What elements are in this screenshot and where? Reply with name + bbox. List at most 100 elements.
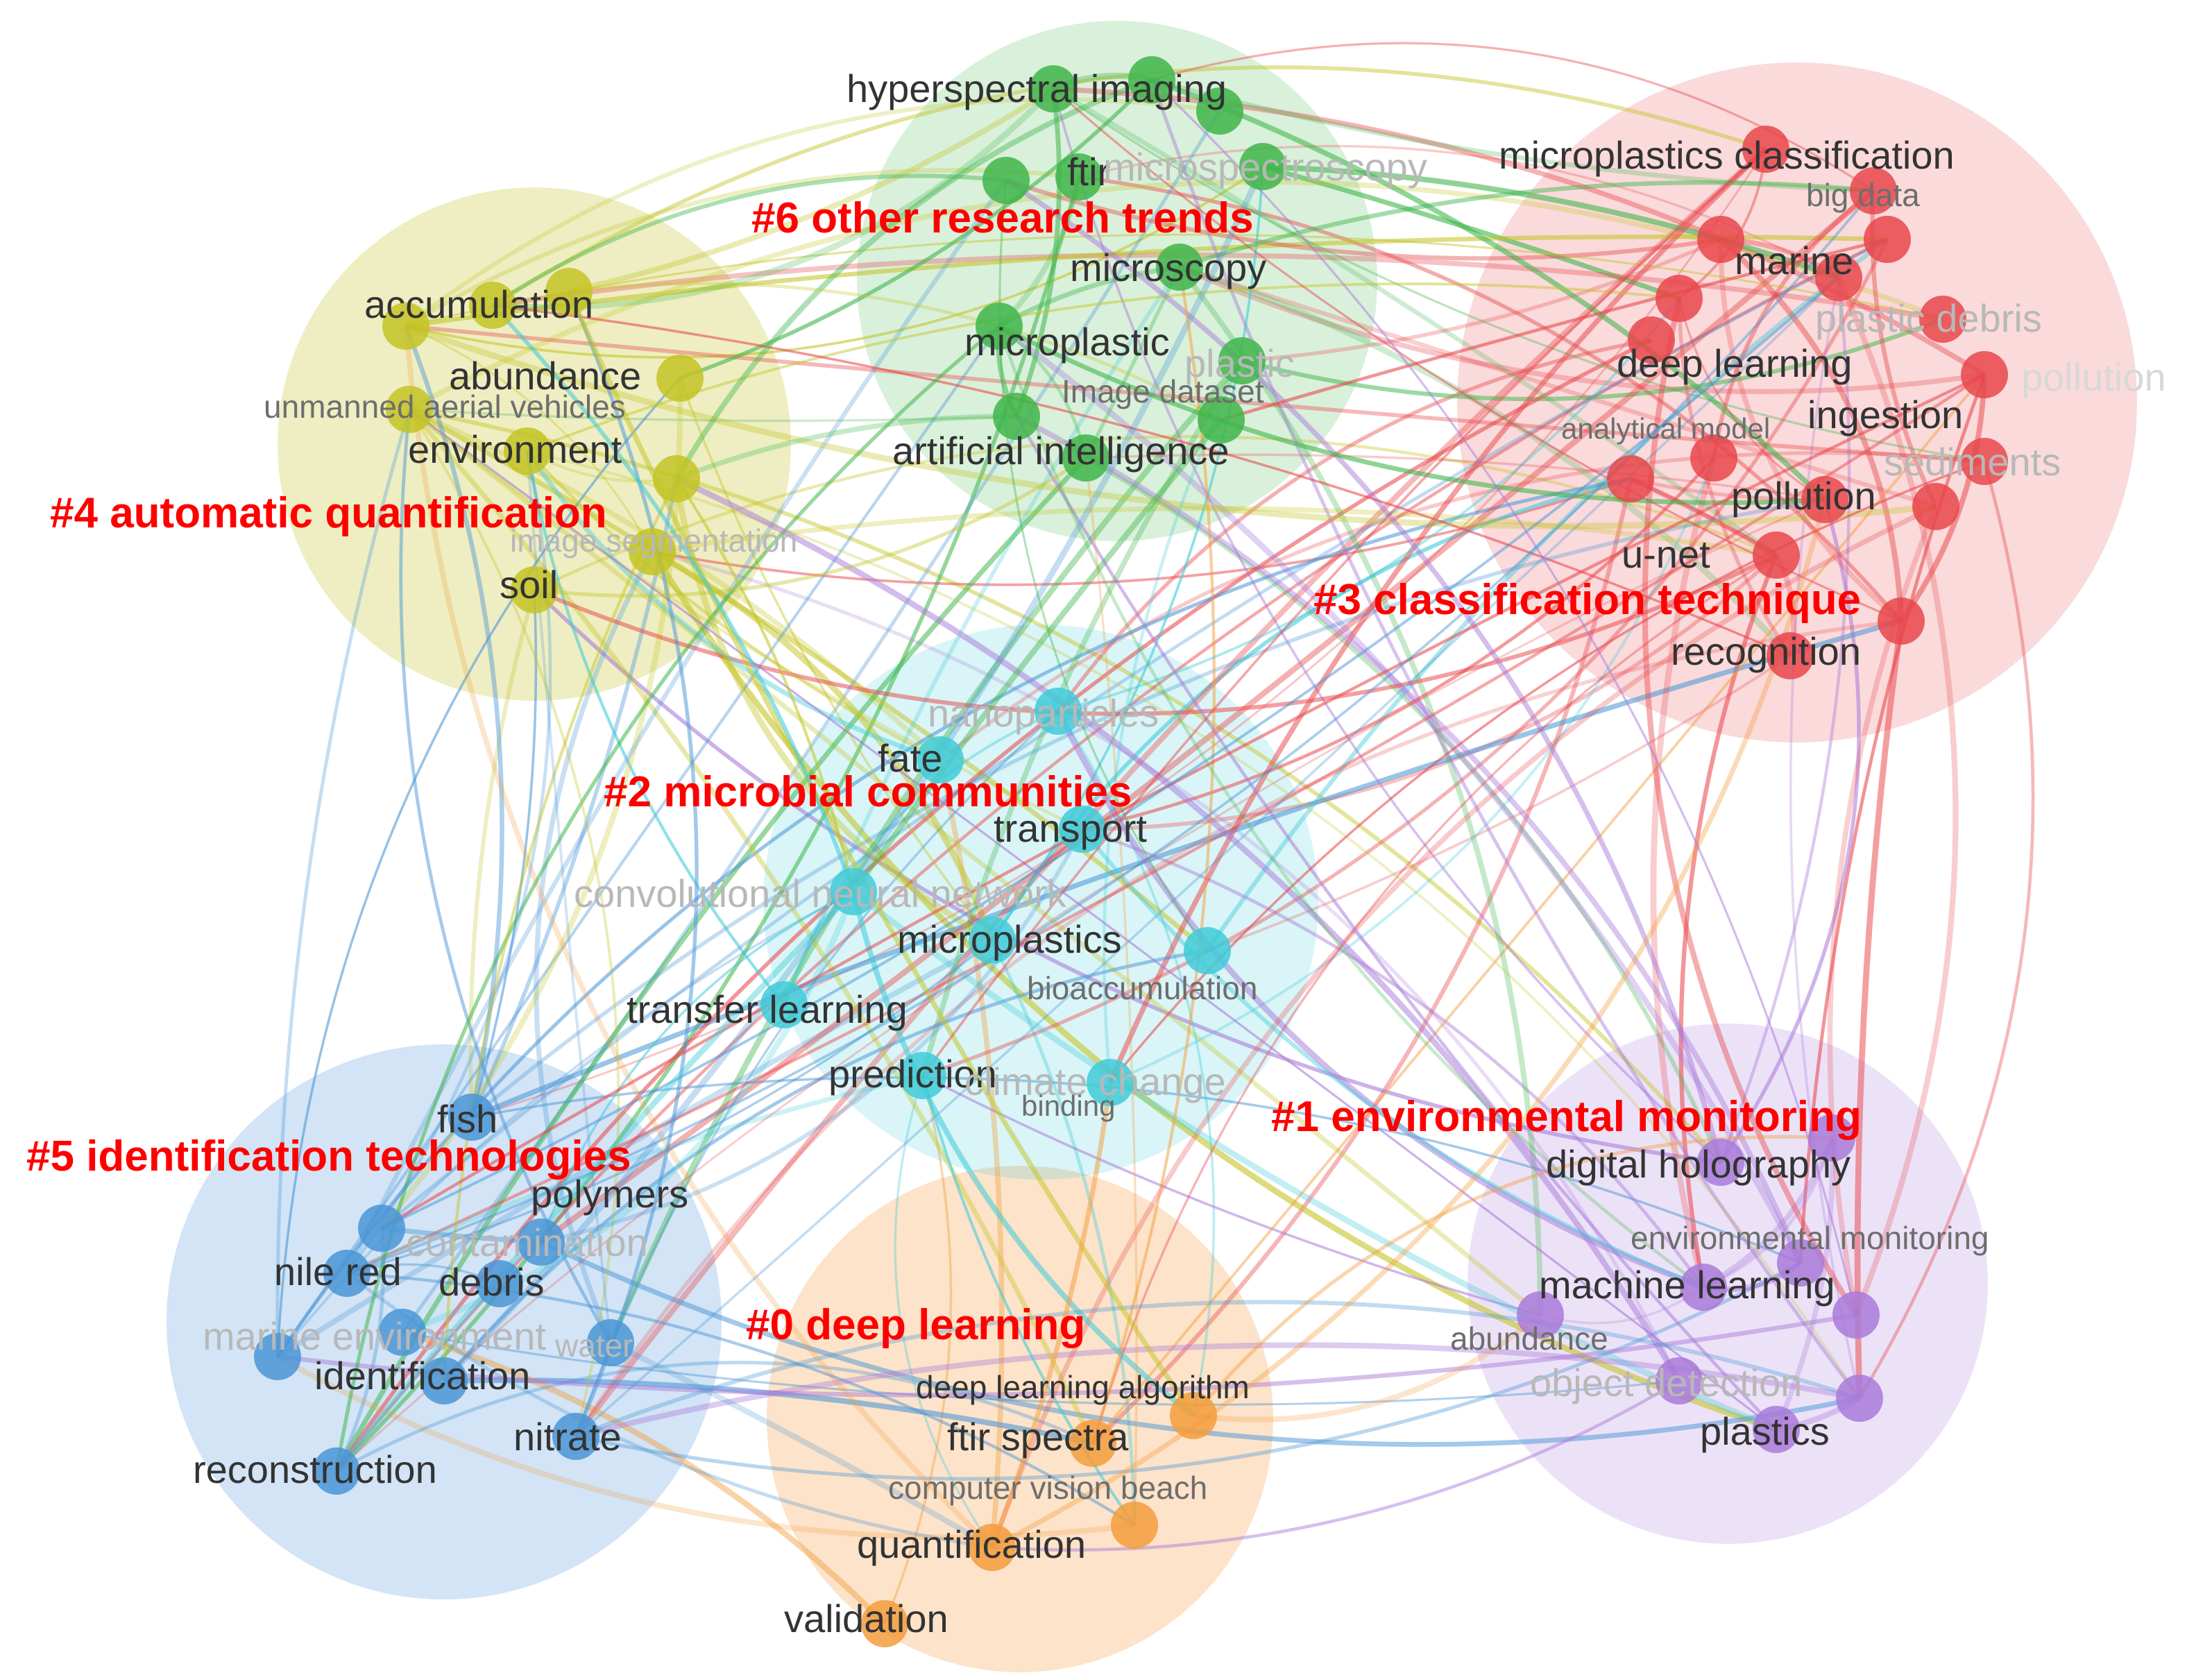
keyword-microspectroscopy[interactable]: microspectroscopy — [1103, 145, 1427, 189]
keyword-node[interactable] — [1218, 337, 1266, 384]
keyword-nitrate[interactable]: nitrate — [513, 1415, 622, 1459]
keyword-node[interactable] — [1517, 1291, 1564, 1339]
keyword-node[interactable] — [1801, 476, 1848, 523]
keyword-node[interactable] — [653, 455, 700, 502]
keyword-node[interactable] — [1815, 254, 1862, 301]
keyword-image-segmentation[interactable]: image segmentation — [510, 523, 797, 559]
keyword-node[interactable] — [552, 1413, 599, 1460]
keyword-environmental-monitoring[interactable]: environmental monitoring — [1631, 1220, 1989, 1256]
keyword-u-net[interactable]: u-net — [1622, 532, 1710, 576]
keyword-node[interactable] — [629, 528, 676, 575]
keyword-node[interactable] — [448, 1094, 495, 1141]
keyword-artificial-intelligence[interactable]: artificial intelligence — [892, 429, 1230, 473]
keyword-node[interactable] — [656, 355, 704, 402]
keyword-pollution[interactable]: pollution — [1731, 474, 1876, 518]
keyword-microscopy[interactable]: microscopy — [1070, 246, 1266, 289]
keyword-node[interactable] — [469, 282, 516, 329]
keyword-node[interactable] — [476, 1260, 523, 1307]
keyword-node[interactable] — [1170, 1392, 1217, 1439]
keyword-plastics[interactable]: plastics — [1700, 1409, 1830, 1453]
keyword-ftir[interactable]: ftir — [1067, 150, 1110, 194]
keyword-node[interactable] — [1697, 1139, 1744, 1186]
keyword-node[interactable] — [1030, 65, 1077, 112]
keyword-transfer-learning[interactable]: transfer learning — [627, 987, 908, 1031]
keyword-node[interactable] — [1753, 1406, 1800, 1453]
keyword-accumulation[interactable]: accumulation — [364, 282, 593, 326]
keyword-node[interactable] — [1062, 434, 1109, 482]
keyword-microplastic[interactable]: microplastic — [964, 320, 1170, 364]
keyword-node[interactable] — [511, 566, 558, 613]
keyword-image-dataset[interactable]: Image dataset — [1062, 373, 1264, 409]
keyword-node[interactable] — [1656, 1357, 1703, 1404]
keyword-node[interactable] — [1111, 1502, 1158, 1549]
keyword-machine-learning[interactable]: machine learning — [1539, 1263, 1835, 1307]
keyword-plastic[interactable]: plastic — [1184, 341, 1295, 385]
keyword-node[interactable] — [1777, 1239, 1824, 1286]
keyword-node[interactable] — [861, 1600, 908, 1647]
keyword-node[interactable] — [1196, 87, 1243, 135]
keyword-microplastics-classification[interactable]: microplastics classification — [1499, 133, 1955, 177]
keyword-climate-change[interactable]: climate change — [964, 1060, 1226, 1103]
keyword-quantification[interactable]: quantification — [857, 1522, 1086, 1566]
keyword-transport[interactable]: transport — [994, 806, 1147, 850]
keyword-node[interactable] — [976, 303, 1023, 350]
keyword-node[interactable] — [1055, 153, 1103, 201]
keyword-ingestion[interactable]: ingestion — [1807, 393, 1963, 436]
keyword-prediction[interactable]: prediction — [828, 1052, 997, 1096]
keyword-node[interactable] — [1069, 1420, 1116, 1467]
keyword-node[interactable] — [379, 1309, 426, 1356]
keyword-node[interactable] — [382, 303, 429, 350]
keyword-validation[interactable]: validation — [784, 1597, 948, 1640]
keyword-polymers[interactable]: polymers — [531, 1172, 688, 1216]
keyword-node[interactable] — [917, 736, 964, 783]
keyword-recognition[interactable]: recognition — [1671, 629, 1861, 673]
keyword-node[interactable] — [830, 868, 877, 915]
keyword-node[interactable] — [1239, 143, 1286, 190]
keyword-node[interactable] — [323, 1250, 371, 1297]
keyword-sediments[interactable]: sediments — [1884, 440, 2061, 484]
keyword-node[interactable] — [420, 1357, 468, 1404]
keyword-environment[interactable]: environment — [408, 427, 622, 471]
keyword-node[interactable] — [313, 1447, 360, 1495]
keyword-fate[interactable]: fate — [878, 736, 942, 780]
keyword-node[interactable] — [1912, 483, 1959, 530]
keyword-node[interactable] — [1767, 632, 1814, 679]
keyword-node[interactable] — [1607, 455, 1654, 502]
keyword-node[interactable] — [1656, 275, 1703, 322]
keyword-identification[interactable]: identification — [314, 1354, 530, 1398]
keyword-node[interactable] — [1680, 1264, 1727, 1311]
keyword-node[interactable] — [1919, 296, 1966, 343]
keyword-node[interactable] — [587, 1319, 634, 1366]
keyword-nile-red[interactable]: nile red — [274, 1250, 402, 1293]
keyword-hyperspectral-imaging[interactable]: hyperspectral imaging — [846, 67, 1227, 110]
keyword-node[interactable] — [1128, 56, 1175, 103]
keyword-fish[interactable]: fish — [437, 1097, 497, 1141]
keyword-node[interactable] — [1156, 244, 1203, 291]
keyword-microplastics[interactable]: microplastics — [897, 917, 1122, 961]
keyword-computer-vision-beach[interactable]: computer vision beach — [888, 1470, 1207, 1506]
keyword-node[interactable] — [1836, 1375, 1883, 1422]
keyword-bioaccumulation[interactable]: bioaccumulation — [1027, 970, 1257, 1006]
keyword-node[interactable] — [1832, 1291, 1880, 1339]
keyword-object-detection[interactable]: object detection — [1530, 1361, 1802, 1404]
keyword-unmanned-aerial-vehicles[interactable]: unmanned aerial vehicles — [264, 389, 626, 425]
keyword-debris[interactable]: debris — [439, 1260, 545, 1304]
keyword-node[interactable] — [1059, 806, 1106, 853]
keyword-analytical-model[interactable]: analytical model — [1561, 412, 1770, 445]
keyword-node[interactable] — [969, 1524, 1016, 1571]
keyword-plastic-debris[interactable]: plastic debris — [1815, 296, 2042, 340]
keyword-node[interactable] — [1753, 532, 1800, 579]
keyword-node[interactable] — [1628, 316, 1675, 364]
keyword-node[interactable] — [993, 393, 1040, 440]
keyword-marine[interactable]: marine — [1735, 239, 1853, 282]
keyword-soil[interactable]: soil — [500, 563, 558, 606]
keyword-node[interactable] — [1087, 1059, 1134, 1106]
keyword-node[interactable] — [518, 1218, 565, 1266]
keyword-marine-environment[interactable]: marine environment — [203, 1314, 546, 1358]
keyword-node[interactable] — [1878, 597, 1925, 645]
keyword-node[interactable] — [1198, 396, 1245, 443]
keyword-node[interactable] — [1035, 688, 1082, 735]
keyword-node[interactable] — [899, 1052, 946, 1099]
keyword-node[interactable] — [760, 981, 808, 1028]
keyword-deep-learning-algorithm[interactable]: deep learning algorithm — [916, 1369, 1250, 1405]
